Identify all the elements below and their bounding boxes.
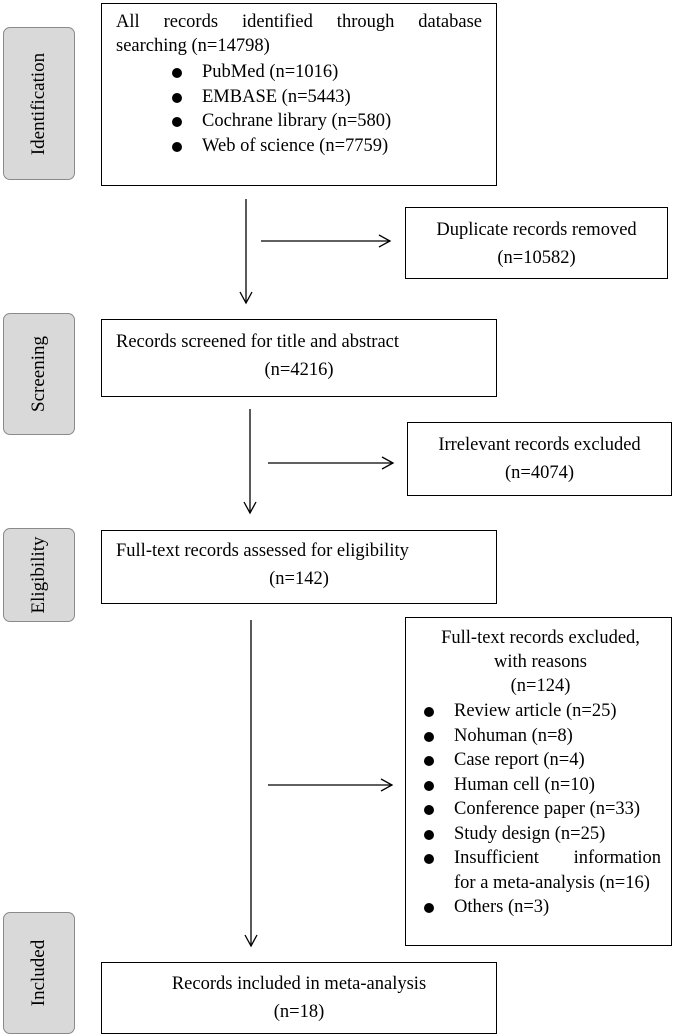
list-item: PubMed (n=1016) [116,60,482,85]
list-item: Human cell (n=10) [420,773,661,798]
list-item: Nohuman (n=8) [420,724,661,749]
box-text: (n=124) [510,676,571,696]
stage-screening: Screening [3,313,75,435]
bullet-icon [424,756,434,766]
exclusion-reason-list: Review article (n=25) Nohuman (n=8) Case… [420,699,661,920]
stage-identification: Identification [3,27,75,180]
box-fulltext-assessed: Full-text records assessed for eligibili… [101,530,497,604]
bullet-icon [424,805,434,815]
box-text: (n=10582) [497,248,576,268]
database-list: PubMed (n=1016) EMBASE (n=5443) Cochrane… [116,60,482,158]
list-item: Others (n=3) [420,895,661,920]
box-text: (n=18) [273,1002,325,1022]
box-records-identified: All records identified through database … [101,3,497,186]
box-text: searching (n=14798) [116,36,270,56]
bullet-icon [172,141,182,152]
bullet-icon [424,903,434,913]
box-text: Records included in meta-analysis [171,974,427,994]
bullet-icon [172,68,182,78]
box-text: Duplicate records removed [436,220,637,240]
bullet-icon [424,829,434,840]
box-text: Full-text records excluded, [441,628,640,648]
box-text: Irrelevant records excluded [438,435,641,455]
box-fulltext-excluded: Full-text records excluded, with reasons… [405,617,672,946]
list-item: Web of science (n=7759) [116,134,482,159]
box-records-screened: Records screened for title and abstract … [101,319,497,397]
box-irrelevant-excluded: Irrelevant records excluded (n=4074) [407,422,672,496]
bullet-icon [424,854,434,864]
bullet-icon [424,731,434,742]
box-text: Full-text records assessed for eligibili… [116,541,409,561]
bullet-icon [424,780,434,791]
list-item: Conference paper (n=33) [420,797,661,822]
list-item: Case report (n=4) [420,748,661,773]
stage-eligibility: Eligibility [3,528,75,622]
bullet-icon [172,92,182,103]
box-text: All records identified through database [116,12,482,32]
bullet-icon [424,707,434,717]
box-text: (n=4074) [504,463,574,483]
box-text: (n=142) [269,569,329,589]
box-text: with reasons [494,652,587,672]
list-item: Review article (n=25) [420,699,661,724]
list-item: EMBASE (n=5443) [116,85,482,110]
box-text: (n=4216) [264,360,334,380]
list-item: Study design (n=25) [420,822,661,847]
list-item: Cochrane library (n=580) [116,109,482,134]
stage-included: Included [3,912,75,1034]
bullet-icon [172,117,182,127]
box-duplicates-removed: Duplicate records removed (n=10582) [405,207,668,279]
box-text: Records screened for title and abstract [116,332,400,352]
box-records-included: Records included in meta-analysis (n=18) [101,962,497,1034]
